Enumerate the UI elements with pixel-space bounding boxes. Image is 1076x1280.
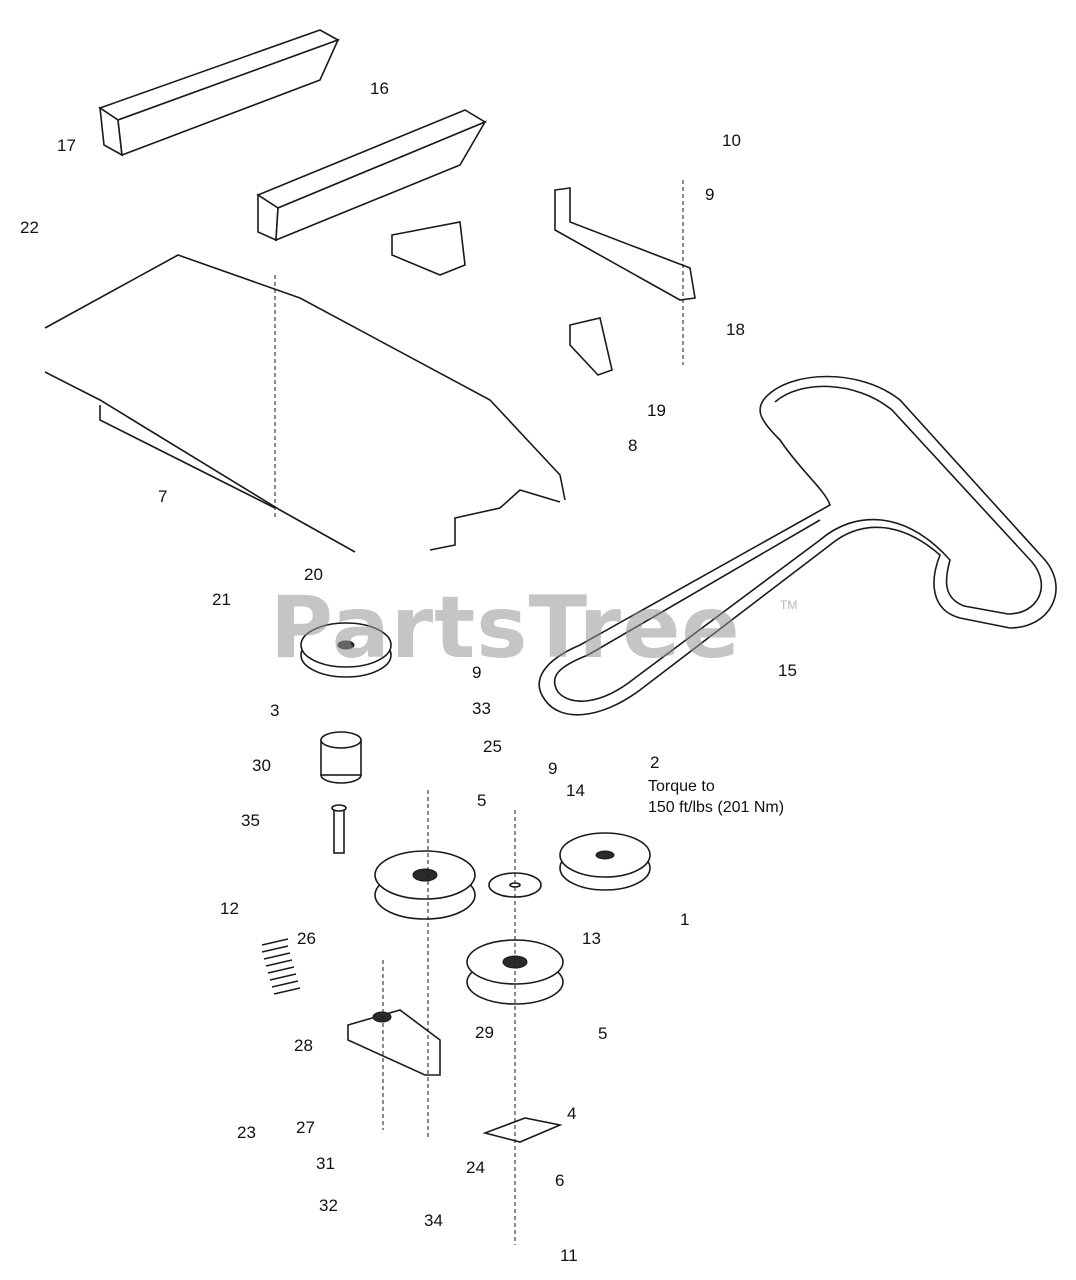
callout-31[interactable]: 31	[316, 1154, 335, 1173]
callout-6[interactable]: 6	[555, 1171, 565, 1190]
callout-21[interactable]: 21	[212, 590, 231, 609]
callout-10[interactable]: 10	[722, 131, 741, 150]
plate-6[interactable]	[482, 1117, 563, 1143]
callout-15[interactable]: 15	[778, 661, 797, 680]
callout-23[interactable]: 23	[237, 1123, 256, 1142]
torque-note-line1: Torque to	[648, 778, 715, 795]
callout-35[interactable]: 35	[241, 811, 260, 830]
callout-22[interactable]: 22	[20, 218, 39, 237]
idler-pulley-lower[interactable]	[466, 939, 564, 1005]
callout-12[interactable]: 12	[220, 899, 239, 918]
callout-5-upper[interactable]: 5	[477, 791, 487, 810]
idler-arm-23[interactable]	[347, 1009, 441, 1076]
callout-11[interactable]: 11	[560, 1246, 578, 1265]
belt-cover-right[interactable]	[256, 109, 487, 242]
spacer-3[interactable]	[320, 731, 362, 784]
callout-29[interactable]: 29	[475, 1023, 494, 1042]
callout-27[interactable]: 27	[296, 1118, 315, 1137]
callout-4[interactable]: 4	[567, 1104, 577, 1123]
callout-13[interactable]: 13	[582, 929, 601, 948]
leader-lines	[274, 180, 684, 1245]
spindle-pulley[interactable]	[559, 832, 651, 891]
callout-16[interactable]: 16	[370, 79, 389, 98]
callout-19[interactable]: 19	[647, 401, 666, 420]
callout-28[interactable]: 28	[294, 1036, 313, 1055]
callout-20[interactable]: 20	[304, 565, 323, 584]
callout-9-top[interactable]: 9	[705, 185, 715, 204]
mower-deck[interactable]	[44, 254, 566, 553]
callout-32[interactable]: 32	[319, 1196, 338, 1215]
callout-2[interactable]: 2	[650, 753, 660, 772]
callout-33[interactable]: 33	[472, 699, 491, 718]
callout-30[interactable]: 30	[252, 756, 271, 775]
callout-1[interactable]: 1	[680, 910, 690, 929]
bracket-18[interactable]	[554, 187, 696, 301]
spring-12[interactable]	[261, 938, 301, 995]
callout-18[interactable]: 18	[726, 320, 745, 339]
callout-34[interactable]: 34	[424, 1211, 443, 1230]
callout-8[interactable]: 8	[628, 436, 638, 455]
pulley-top[interactable]	[300, 622, 392, 678]
drive-belt[interactable]	[538, 375, 1057, 716]
torque-note-line2: 150 ft/lbs (201 Nm)	[648, 799, 785, 816]
bracket-19[interactable]	[569, 317, 613, 376]
callout-14[interactable]: 14	[566, 781, 585, 800]
bolt-30[interactable]	[331, 804, 347, 854]
callout-17[interactable]: 17	[57, 136, 76, 155]
idler-pulley-upper[interactable]	[374, 850, 476, 920]
callout-7[interactable]: 7	[158, 487, 168, 506]
callout-9-lower[interactable]: 9	[548, 759, 558, 778]
callout-3[interactable]: 3	[270, 701, 280, 720]
trademark-mark: TM	[780, 598, 798, 612]
callout-24[interactable]: 24	[466, 1158, 485, 1177]
belt-cover-left[interactable]	[98, 29, 340, 157]
bracket-front[interactable]	[391, 221, 466, 276]
callout-9-mid[interactable]: 9	[472, 663, 482, 682]
callout-25[interactable]: 25	[483, 737, 502, 756]
watermark: PartsTree	[270, 578, 741, 678]
callout-26[interactable]: 26	[297, 929, 316, 948]
callout-5-lower[interactable]: 5	[598, 1024, 608, 1043]
